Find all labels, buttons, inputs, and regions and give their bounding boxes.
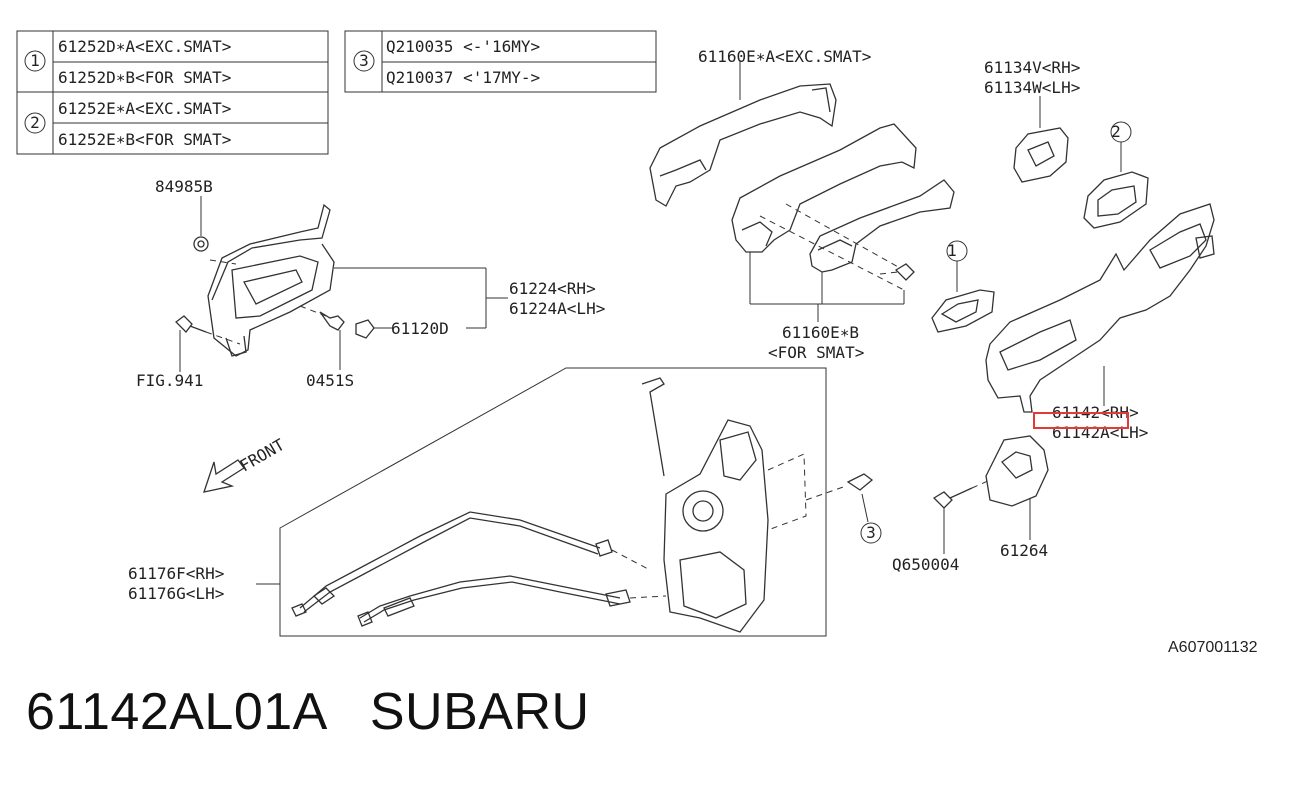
- highlight-box: [1033, 412, 1129, 429]
- label-q650004: Q650004: [892, 555, 959, 574]
- callout-2: 2: [1111, 122, 1121, 141]
- table1-key-2: 2: [30, 113, 40, 132]
- label-61160a: 61160E∗A<EXC.SMAT>: [698, 47, 871, 66]
- label-61134w: 61134W<LH>: [984, 78, 1080, 97]
- striker-assembly: [932, 435, 1049, 554]
- callout-1: 1: [947, 241, 957, 260]
- reference-code: A607001132: [1168, 639, 1258, 656]
- legend-table-1: 1 2 61252D∗A<EXC.SMAT> 61252D∗B<FOR SMAT…: [16, 30, 329, 155]
- table2-row-2: Q210037 <'17MY->: [386, 68, 540, 87]
- front-arrow: FRONT: [203, 435, 289, 493]
- label-0451s: 0451S: [306, 371, 354, 390]
- callout-3: 3: [866, 523, 876, 542]
- footer-part-number: 61142AL01A: [26, 683, 325, 741]
- label-61224-rh: 61224<RH>: [509, 279, 596, 298]
- table2-row-1: Q210035 <-'16MY>: [386, 37, 540, 56]
- frame-assembly: [931, 96, 1215, 413]
- outer-handle-assembly: [649, 60, 955, 322]
- table1-key-1: 1: [30, 51, 40, 70]
- table2-key-3: 3: [359, 51, 369, 70]
- label-84985b: 84985B: [155, 177, 213, 196]
- footer-title: 61142AL01A SUBARU: [26, 682, 590, 742]
- label-front: FRONT: [237, 435, 289, 476]
- label-61160b-line2: <FOR SMAT>: [768, 343, 864, 362]
- label-fig941: FIG.941: [136, 371, 203, 390]
- legend-table-2: 3 Q210035 <-'16MY> Q210037 <'17MY->: [344, 30, 657, 93]
- table1-row-4: 61252E∗B<FOR SMAT>: [58, 130, 231, 149]
- table1-row-2: 61252D∗B<FOR SMAT>: [58, 68, 231, 87]
- label-61224-lh: 61224A<LH>: [509, 299, 605, 318]
- label-61134v: 61134V<RH>: [984, 58, 1080, 77]
- footer-brand: SUBARU: [369, 683, 590, 741]
- label-61264: 61264: [1000, 541, 1048, 560]
- label-61176f: 61176F<RH>: [128, 564, 224, 583]
- label-61120d: 61120D: [391, 319, 449, 338]
- table1-row-1: 61252D∗A<EXC.SMAT>: [58, 37, 231, 56]
- label-61176g: 61176G<LH>: [128, 584, 224, 603]
- inner-handle-assembly: [175, 196, 508, 372]
- table1-row-3: 61252E∗A<EXC.SMAT>: [58, 99, 231, 118]
- label-61142-lh: 61142A<LH>: [1052, 423, 1148, 442]
- latch-inset: [256, 367, 874, 637]
- label-61160b-line1: 61160E∗B: [782, 323, 859, 342]
